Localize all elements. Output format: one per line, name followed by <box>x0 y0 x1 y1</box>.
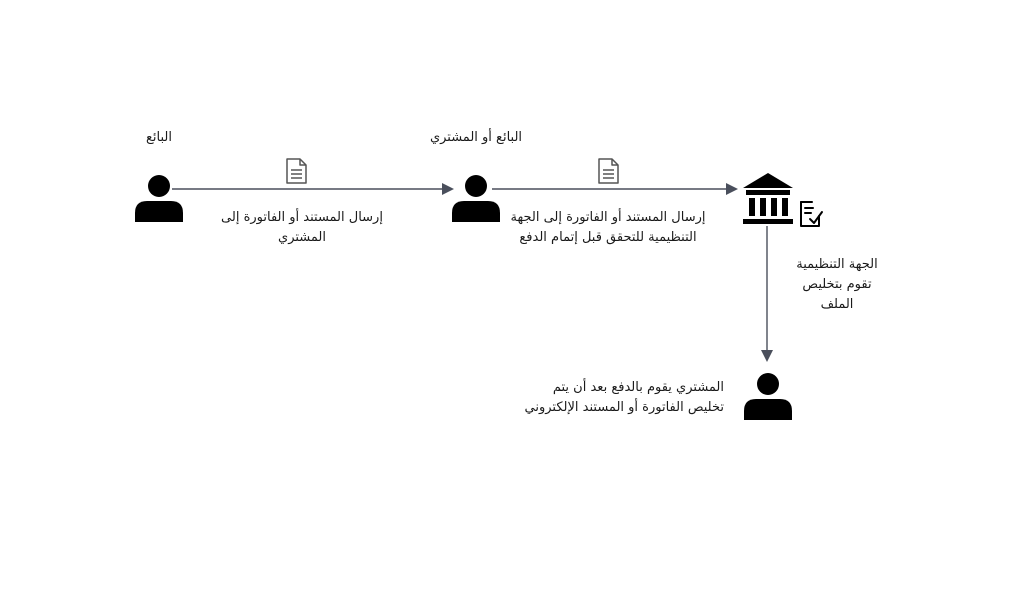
flow-label-line: التنظيمية للتحقق قبل إتمام الدفع <box>519 230 697 245</box>
flow-label-step2: إرسال المستند أو الفاتورة إلى الجهة التن… <box>488 208 728 248</box>
flow-label-step3: الجهة التنظيمية تقوم بتخليص الملف <box>782 255 892 315</box>
flow-label-line: الجهة التنظيمية <box>796 257 878 272</box>
document-icon <box>286 158 307 184</box>
flow-label-line: المشتري <box>278 230 326 245</box>
flow-label-step1: إرسال المستند أو الفاتورة إلى المشتري <box>192 208 412 248</box>
flow-label-line: الملف <box>820 297 854 312</box>
flow-label-line: المشتري يقوم بالدفع بعد أن يتم <box>552 380 724 395</box>
bank-building-icon <box>743 173 793 224</box>
flow-label-line: إرسال المستند أو الفاتورة إلى <box>221 210 383 225</box>
person-icon <box>452 175 500 222</box>
flow-label-line: إرسال المستند أو الفاتورة إلى الجهة <box>510 210 706 225</box>
flow-label-line: تخليص الفاتورة أو المستند الإلكتروني <box>524 400 724 415</box>
flow-label-line: تقوم بتخليص <box>802 277 872 292</box>
document-check-icon <box>800 201 823 227</box>
actor-label-seller: البائع <box>146 130 172 145</box>
person-icon <box>135 175 183 222</box>
person-icon <box>744 373 792 420</box>
actor-label-seller-or-buyer: البائع أو المشتري <box>429 130 523 145</box>
document-icon <box>598 158 619 184</box>
flow-label-step4: المشتري يقوم بالدفع بعد أن يتم تخليص الف… <box>480 378 724 418</box>
